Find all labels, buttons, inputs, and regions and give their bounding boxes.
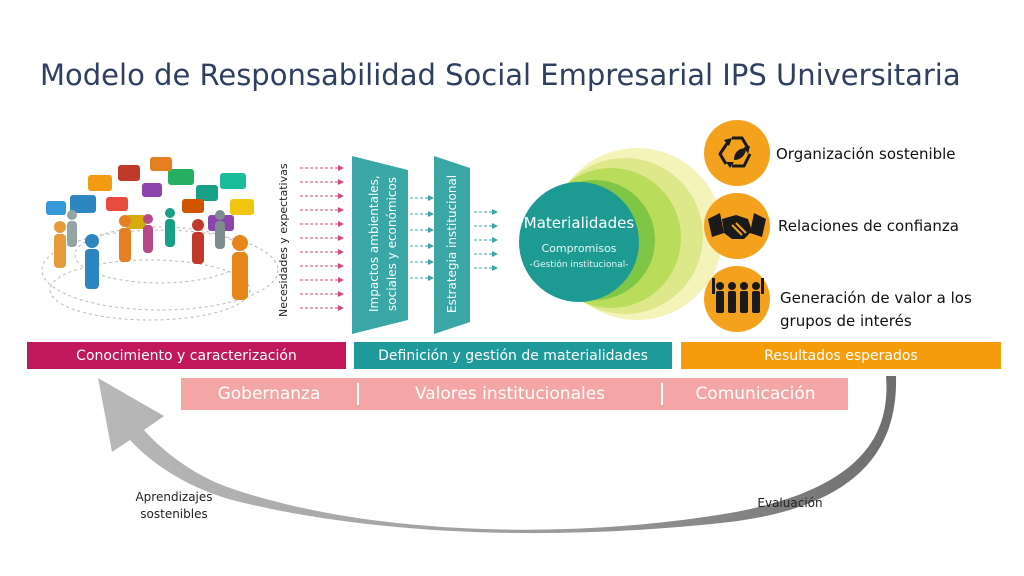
needs-label: Necesidades y expectativas bbox=[277, 163, 290, 317]
strategy-arrows bbox=[474, 209, 498, 271]
cycle-left-label-line1: Aprendizajes bbox=[135, 490, 213, 504]
materiality-sub2: -Gestión institucional- bbox=[529, 260, 629, 270]
cycle-right-label: Evaluación bbox=[757, 496, 823, 510]
recycle-leaf-icon bbox=[704, 120, 770, 186]
impacts-shape bbox=[352, 156, 408, 334]
result-organizacion: Organización sostenible bbox=[776, 145, 956, 163]
knowledge-bar: Conocimiento y caracterización bbox=[27, 342, 346, 369]
strategy-label: Estrategia institucional bbox=[445, 174, 459, 314]
inner-circle bbox=[519, 182, 639, 302]
people-figures bbox=[54, 208, 248, 300]
materiality-title: Materialidades bbox=[523, 214, 635, 232]
strategy-shape bbox=[434, 156, 470, 334]
speech-bubbles bbox=[46, 157, 254, 231]
materiality-circles bbox=[519, 148, 723, 320]
needs-arrows bbox=[300, 165, 344, 311]
cycle-left-label-line2: sostenibles bbox=[140, 507, 208, 521]
values-divider-2 bbox=[661, 383, 663, 405]
impacts-arrows bbox=[410, 195, 434, 281]
page-title: Modelo de Responsabilidad Social Empresa… bbox=[40, 58, 961, 92]
definition-bar: Definición y gestión de materialidades bbox=[354, 342, 672, 369]
result-generacion-line2: grupos de interés bbox=[780, 312, 912, 330]
handshake-icon bbox=[704, 193, 770, 259]
results-bar: Resultados esperados bbox=[681, 342, 1001, 369]
people-group-icon bbox=[704, 266, 770, 332]
values-divider-1 bbox=[357, 383, 359, 405]
impacts-label-line2: sociales y económicos bbox=[385, 176, 399, 312]
result-relaciones: Relaciones de confianza bbox=[778, 217, 959, 235]
value-gobernanza: Gobernanza bbox=[217, 384, 321, 404]
result-generacion-line1: Generación de valor a los bbox=[780, 289, 972, 307]
impacts-label-line1: Impactos ambientales, bbox=[367, 175, 381, 313]
stakeholder-network-illustration bbox=[41, 157, 279, 321]
value-comunicacion: Comunicación bbox=[695, 384, 816, 404]
values-bar bbox=[181, 378, 848, 410]
materiality-sub1: Compromisos bbox=[541, 242, 617, 255]
value-valores: Valores institucionales bbox=[414, 384, 606, 404]
